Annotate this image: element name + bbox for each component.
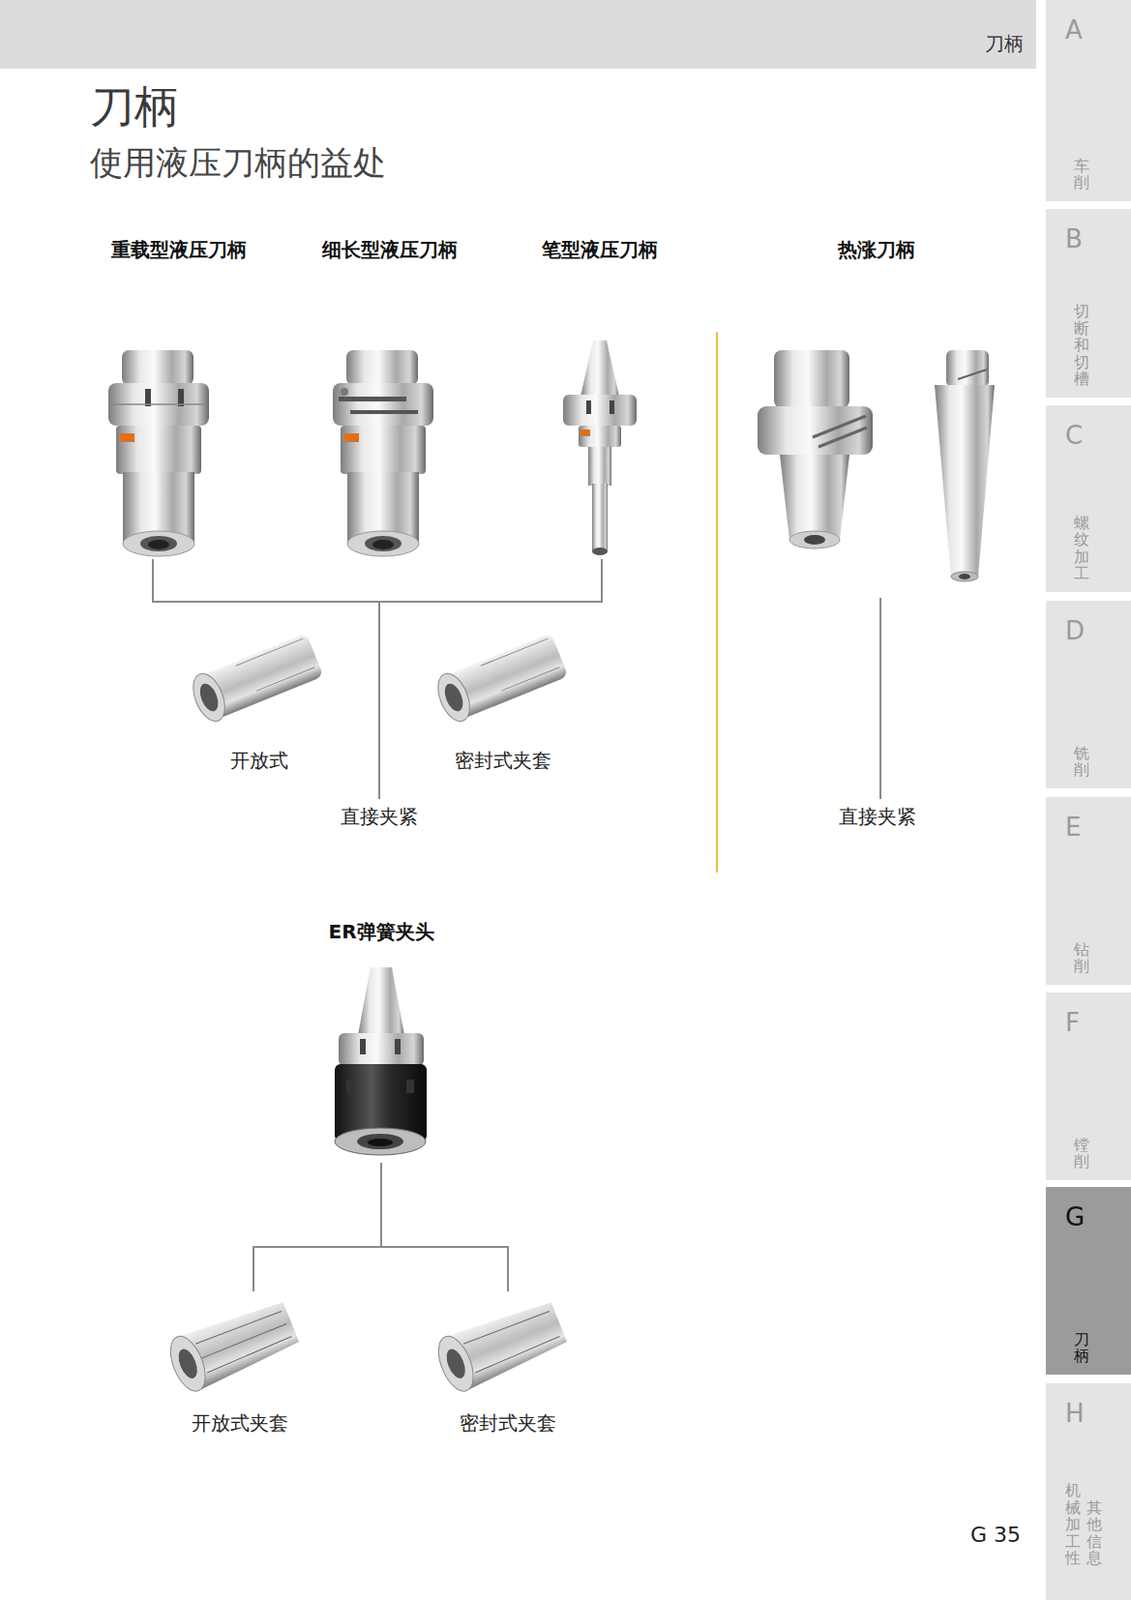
sealed-collet — [431, 631, 569, 727]
tab-name: 车削 — [1073, 157, 1090, 192]
tab-letter: G — [1065, 1202, 1085, 1232]
holder-group: 细长型液压刀柄 — [314, 237, 465, 560]
side-tab — [1045, 1383, 1131, 1600]
holder-title: ER弹簧夹头 — [327, 919, 434, 946]
tab-name: 钻削 — [1073, 941, 1090, 976]
tab-letter: E — [1065, 812, 1081, 842]
tab-letter: H — [1065, 1398, 1085, 1429]
connector-line — [152, 559, 380, 800]
tab-letter: A — [1065, 15, 1083, 45]
er-sealed-collet — [431, 1295, 570, 1397]
item-label: 密封式夹套 — [456, 1410, 560, 1437]
item-label: 密封式夹套 — [451, 747, 555, 774]
holder-title: 重载型液压刀柄 — [111, 237, 247, 264]
tab-letter: B — [1065, 224, 1083, 254]
connector-line — [379, 559, 602, 800]
clamp-label-box: 直接夹紧 — [328, 799, 430, 834]
holder-title: 热涨刀柄 — [837, 237, 916, 264]
holder-title: 细长型液压刀柄 — [322, 237, 458, 264]
pencil-holder — [563, 340, 637, 556]
shrink-fit-slim-holder — [934, 350, 995, 582]
item-label: 开放式 — [227, 747, 292, 774]
item-label: 直接夹紧 — [337, 803, 421, 831]
page-subtitle: 使用液压刀柄的益处 — [89, 141, 387, 186]
collet-item: 密封式夹套 — [435, 619, 571, 774]
connector-line — [253, 1162, 382, 1292]
tab-letter: F — [1065, 1008, 1080, 1038]
item-label: 开放式夹套 — [188, 1410, 292, 1437]
item-label: 直接夹紧 — [835, 803, 920, 831]
header-text: 刀柄 — [984, 30, 1024, 58]
tab-name: 螺纹加工 — [1073, 514, 1090, 583]
holder-group: 笔型液压刀柄 — [535, 237, 664, 560]
divider-line — [715, 331, 718, 873]
holder-group: 热涨刀柄 — [749, 237, 1004, 598]
page-number: G 35 — [970, 1522, 1021, 1548]
er-open-collet — [163, 1295, 302, 1397]
header-bar — [0, 0, 1037, 69]
holder-title: 笔型液压刀柄 — [541, 237, 658, 264]
collet-item: 开放式夹套 — [169, 1291, 310, 1437]
clamp-label-box: 直接夹紧 — [827, 799, 928, 834]
collet-item: 密封式夹套 — [440, 1291, 576, 1437]
tab-name: 其他信息 — [1086, 1499, 1102, 1568]
page-title: 刀柄 — [89, 77, 179, 138]
tab-name: 刀柄 — [1073, 1331, 1090, 1366]
tab-name: 机械加工性 — [1065, 1482, 1081, 1568]
tab-name: 镗削 — [1073, 1136, 1090, 1171]
tab-name: 铣削 — [1073, 744, 1090, 779]
connector-line — [879, 597, 882, 800]
heavy-duty-holder — [108, 350, 209, 557]
slender-holder — [332, 350, 434, 557]
collet-item: 开放式 — [193, 619, 325, 774]
tab-letter: C — [1065, 420, 1083, 450]
connector-line — [381, 1162, 508, 1292]
tab-name: 切断和切槽 — [1073, 302, 1090, 388]
er-collet-chuck — [334, 967, 427, 1156]
holder-group: 重载型液压刀柄 — [104, 237, 254, 560]
tab-letter: D — [1065, 616, 1085, 646]
open-collet — [186, 631, 325, 727]
holder-group: ER弹簧夹头 — [319, 919, 444, 1163]
shrink-fit-holder — [757, 350, 873, 549]
